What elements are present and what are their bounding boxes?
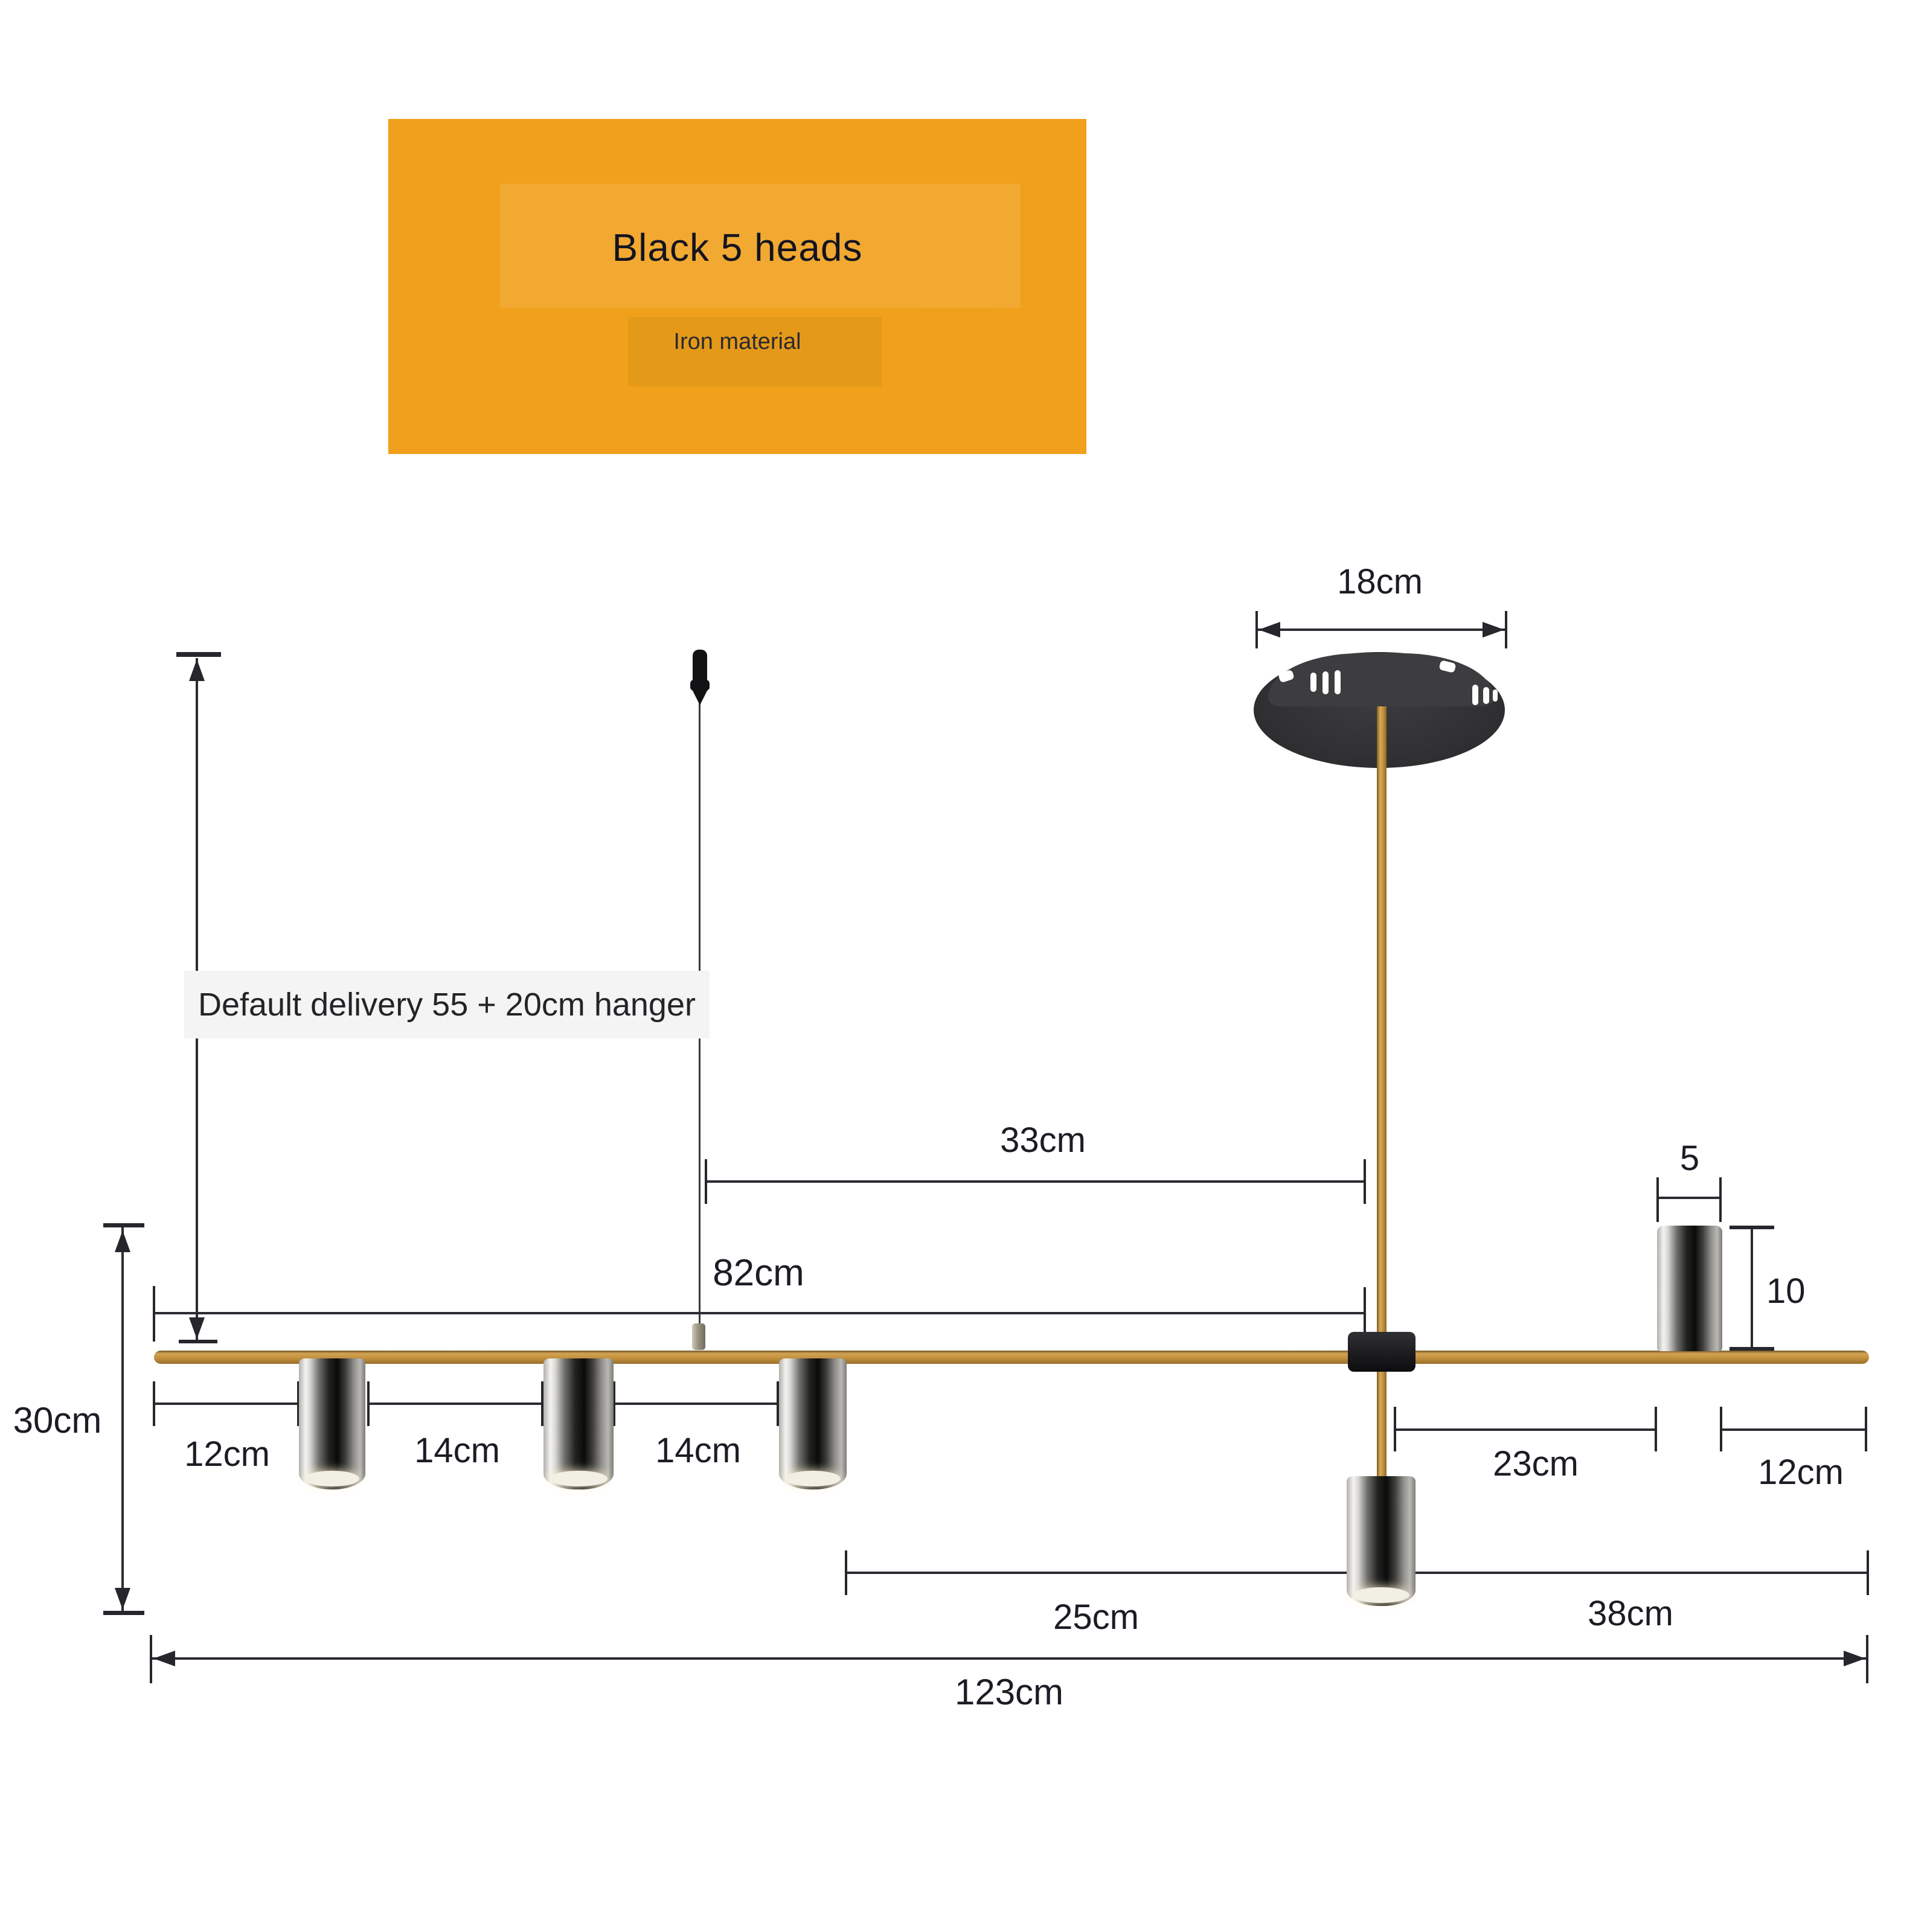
delivery-dim-bottom-cap — [179, 1340, 217, 1343]
wire-ferrule — [692, 1323, 705, 1350]
dim-tick-head1-left — [297, 1381, 300, 1426]
dim-33-left-tick — [705, 1159, 707, 1204]
ceiling-canopy-wall — [1268, 653, 1498, 706]
dim-12R-label: 12cm — [1758, 1453, 1844, 1492]
lamp-head-light — [550, 1471, 608, 1486]
dim-123-left-tick — [150, 1635, 152, 1683]
dim-23-left-tick — [1394, 1407, 1396, 1451]
delivery-note-text: Default delivery 55 + 20cm hanger — [198, 987, 696, 1023]
dim-5-right-tick — [1719, 1177, 1722, 1222]
lamp-head-2 — [543, 1358, 614, 1489]
dim-25-left-tick — [845, 1550, 847, 1595]
canopy-vent-slot — [1493, 689, 1498, 702]
dim-82-right-tick — [1364, 1287, 1366, 1340]
dim-82-label: 82cm — [713, 1252, 804, 1294]
badge-subtitle: Iron material — [673, 329, 801, 354]
dim-30-arrow-up — [115, 1230, 130, 1252]
lamp-head-light — [1353, 1587, 1409, 1603]
delivery-note: Default delivery 55 + 20cm hanger — [184, 971, 710, 1038]
dim-33-right-tick — [1364, 1159, 1366, 1204]
dim-33-line — [706, 1180, 1365, 1183]
dim-14b-label: 14cm — [655, 1431, 741, 1470]
canopy-vent-slot — [1438, 660, 1457, 673]
dim-5-label: 5 — [1679, 1139, 1700, 1178]
lamp-head-light — [785, 1471, 841, 1486]
dim-123-arrow-right — [1844, 1651, 1865, 1666]
dim-30-label: 30cm — [13, 1400, 102, 1441]
suspension-rod — [1377, 694, 1387, 1478]
dim-23-label: 23cm — [1493, 1444, 1579, 1483]
badge-inner-panel — [500, 184, 1021, 308]
lamp-head-3 — [779, 1358, 847, 1489]
canopy-vent-slot — [1472, 685, 1478, 705]
dim-canopy-width-label: 18cm — [1337, 562, 1423, 601]
dim-tick-head1-right — [367, 1381, 370, 1426]
dim-10-top-cap — [1730, 1226, 1774, 1229]
dim-25-label: 25cm — [1053, 1598, 1139, 1637]
dim-12R-left-tick — [1720, 1407, 1722, 1451]
dim-canopy-right-tick — [1505, 611, 1507, 648]
dim-5-line — [1658, 1197, 1722, 1199]
badge-title: Black 5 heads — [612, 226, 863, 269]
dim-5-left-tick — [1656, 1177, 1659, 1222]
dim-10-bottom-cap — [1730, 1347, 1774, 1351]
dim-82-left-tick — [153, 1286, 155, 1342]
dim-canopy-left-tick — [1255, 611, 1258, 648]
dim-canopy-arrow-right — [1483, 622, 1504, 638]
dim-tick-head3-left — [777, 1381, 779, 1426]
dim-38-right-tick — [1867, 1550, 1869, 1595]
canopy-vent-slot — [1278, 669, 1295, 683]
dim-123-arrow-left — [153, 1651, 175, 1666]
dim-12R-line — [1722, 1428, 1866, 1431]
lamp-head-1 — [299, 1358, 365, 1489]
dim-123-label: 123cm — [954, 1672, 1064, 1712]
dim-10-label: 10 — [1766, 1271, 1806, 1311]
lamp-head-5 — [1347, 1476, 1415, 1606]
rod-clamp — [1348, 1332, 1415, 1372]
lamp-head-light — [304, 1471, 360, 1486]
hanger-wire-taper — [692, 689, 708, 705]
canopy-vent-slot — [1322, 671, 1329, 694]
dim-12L-line — [154, 1403, 300, 1405]
dim-10-line — [1751, 1227, 1753, 1349]
dim-30-line — [121, 1227, 124, 1613]
dim-123-right-tick — [1866, 1635, 1868, 1683]
dim-123-line — [152, 1657, 1867, 1660]
dim-14a-line — [370, 1403, 543, 1405]
dim-23-line — [1396, 1428, 1657, 1431]
delivery-dim-top-cap — [176, 652, 221, 657]
dim-tick-head2-left — [541, 1381, 543, 1426]
dim-14a-label: 14cm — [414, 1431, 500, 1470]
main-bar — [154, 1351, 1869, 1364]
dim-38-label: 38cm — [1588, 1594, 1673, 1633]
canopy-vent-slot — [1483, 687, 1489, 704]
dim-30-top-cap — [103, 1223, 144, 1227]
dim-canopy-line — [1258, 629, 1505, 631]
dim-14b-line — [615, 1403, 779, 1405]
dim-left-tick — [153, 1381, 155, 1426]
delivery-dim-arrow-up — [189, 659, 205, 681]
dim-30-arrow-down — [115, 1588, 130, 1610]
dim-23-right-tick — [1655, 1407, 1657, 1451]
hanger-wire-collar — [690, 680, 710, 691]
dim-12R-right-tick — [1865, 1407, 1867, 1451]
variant-badge: Black 5 heads Iron material — [388, 119, 1086, 454]
dim-82-line — [154, 1312, 1365, 1314]
canopy-vent-slot — [1310, 673, 1316, 692]
hanger-wire-top — [693, 650, 707, 682]
dim-tick-head2-right — [613, 1381, 615, 1426]
lamp-head-4 — [1657, 1226, 1722, 1351]
badge-subtitle-panel — [628, 317, 882, 386]
delivery-dim-arrow-down — [189, 1317, 205, 1339]
dim-canopy-arrow-left — [1258, 622, 1280, 638]
dim-12L-label: 12cm — [184, 1435, 270, 1474]
dim-33-label: 33cm — [1000, 1121, 1086, 1160]
canopy-vent-slot — [1335, 670, 1341, 694]
dim-30-bottom-cap — [103, 1611, 144, 1615]
